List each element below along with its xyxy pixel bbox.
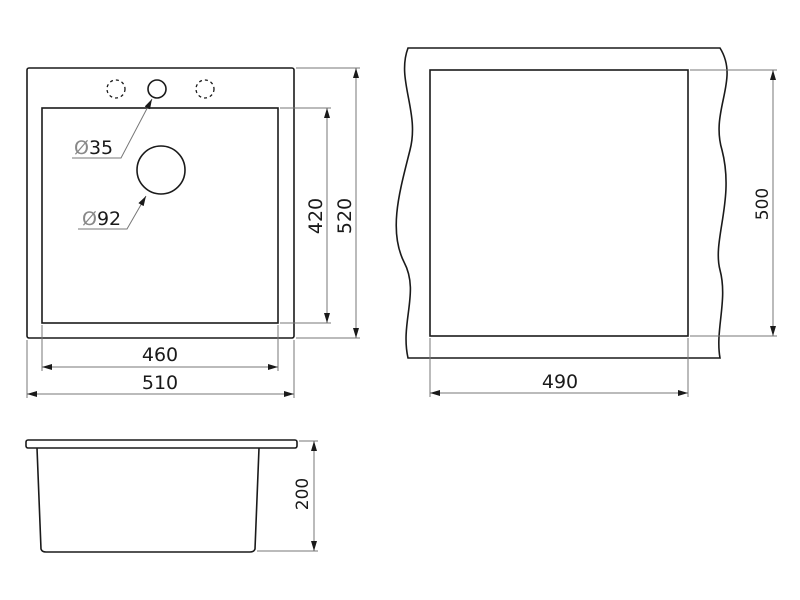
optional-tap-hole-right — [195, 79, 215, 99]
dim-label-inner-height: 420 — [305, 198, 327, 234]
top-view: Ø35 Ø92 420 520 460 510 — [26, 67, 360, 398]
sink-rim — [25, 439, 298, 449]
leader-drain-hole — [78, 195, 147, 230]
leader-tap-hole — [72, 98, 153, 159]
bowl-profile — [36, 447, 260, 553]
countertop-outline — [395, 47, 728, 359]
cutout-outline — [429, 69, 689, 337]
label-drain-hole-diameter: Ø92 — [82, 208, 121, 230]
tap-hole — [147, 79, 167, 99]
dim-label-outer-height: 520 — [334, 198, 356, 234]
drain-hole — [136, 145, 186, 195]
label-tap-hole-diameter: Ø35 — [74, 137, 113, 159]
dim-label-outer-width: 510 — [142, 372, 178, 394]
bowl-outline — [41, 107, 279, 324]
side-view: 200 — [25, 439, 318, 553]
optional-tap-hole-left — [106, 79, 126, 99]
sink-outer-outline — [26, 67, 295, 339]
dim-label-inner-width: 460 — [142, 344, 178, 366]
dim-label-cutout-width: 490 — [542, 371, 578, 393]
dim-label-cutout-height: 500 — [753, 188, 773, 220]
dim-label-depth: 200 — [293, 478, 313, 510]
cutout-view: 500 490 — [395, 47, 777, 397]
